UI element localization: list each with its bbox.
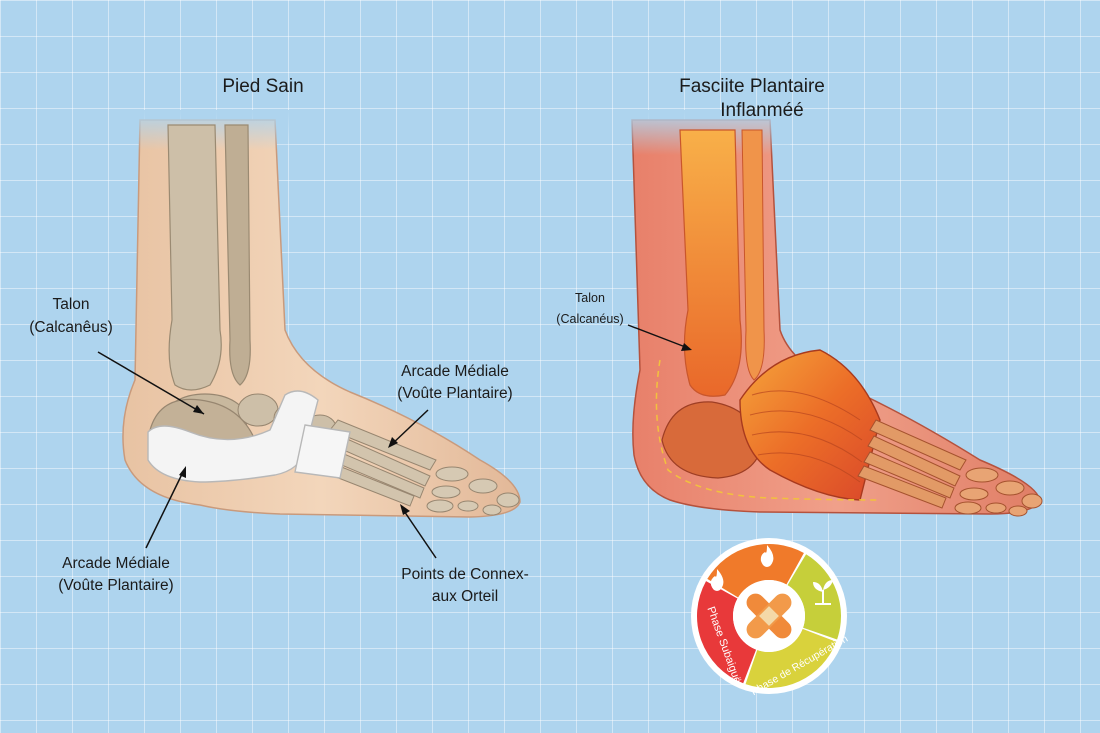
inflamed-talon-arrowhead — [681, 343, 692, 351]
inflamed-fibula — [741, 129, 765, 381]
phase-segment-growth — [787, 554, 841, 640]
fascia-fiber-lines — [749, 390, 863, 483]
label-arch-bottom-line1: Arcade Médiale — [62, 555, 170, 572]
inflamed-foot-illustration — [620, 110, 1043, 517]
arch-bottom-pointer-line — [145, 469, 185, 549]
label-toes-line2: aux Orteil — [432, 588, 498, 605]
inflammation-dashed-outline — [655, 359, 881, 501]
phase-segment-acute — [707, 544, 804, 598]
phase-segment-subacute — [697, 581, 757, 684]
talon-pointer-line — [97, 351, 205, 415]
flame-icon — [760, 545, 774, 567]
inflamed-talon-pointer-line — [627, 324, 689, 349]
phase-segment-recovery — [745, 628, 837, 688]
inflamed-label-talon-line2: (Calcanéus) — [556, 312, 623, 326]
inflamed-toe-bones — [954, 467, 1043, 517]
label-talon-line2: (Calcanêus) — [29, 319, 113, 336]
healthy-fibula-bone — [224, 124, 251, 386]
inflamed-title-line1: Fasciite Plantaire — [679, 76, 825, 97]
inflamed-plantar-fascia — [739, 349, 881, 501]
label-arch-top-line2: (Voûte Plantaire) — [397, 385, 512, 402]
inflamed-label-talon-line1: Talon — [575, 291, 605, 305]
label-arch-top-line1: Arcade Médiale — [401, 363, 509, 380]
inflamed-title-line2: Inflanméé — [720, 100, 803, 121]
phase-wheel: Phase Subaiguë Phase de Récupération — [691, 538, 850, 698]
inflamed-tibia — [679, 129, 742, 397]
label-arch-bottom-line2: (Voûte Plantaire) — [58, 577, 173, 594]
healthy-tibia-bone — [167, 124, 222, 391]
healthy-fascia-band — [294, 424, 351, 479]
bandage-icon — [746, 593, 792, 639]
toes-pointer-line — [401, 507, 437, 559]
toes-arrowhead — [400, 504, 410, 515]
arch-top-arrowhead — [388, 437, 398, 448]
healthy-foot-illustration — [122, 110, 521, 518]
inflamed-metatarsal-bones — [857, 419, 967, 509]
healthy-toe-bones — [426, 466, 520, 516]
label-toes-line1: Points de Connex- — [401, 566, 529, 583]
healthy-plantar-fascia — [147, 390, 319, 483]
arch-bottom-arrowhead — [179, 466, 186, 478]
flame-icon — [710, 569, 724, 591]
label-talon-line1: Talon — [52, 296, 89, 313]
healthy-title: Pied Sain — [222, 76, 303, 97]
sprout-icon — [813, 580, 833, 605]
talon-arrowhead — [193, 405, 204, 414]
arch-top-pointer-line — [389, 409, 429, 447]
